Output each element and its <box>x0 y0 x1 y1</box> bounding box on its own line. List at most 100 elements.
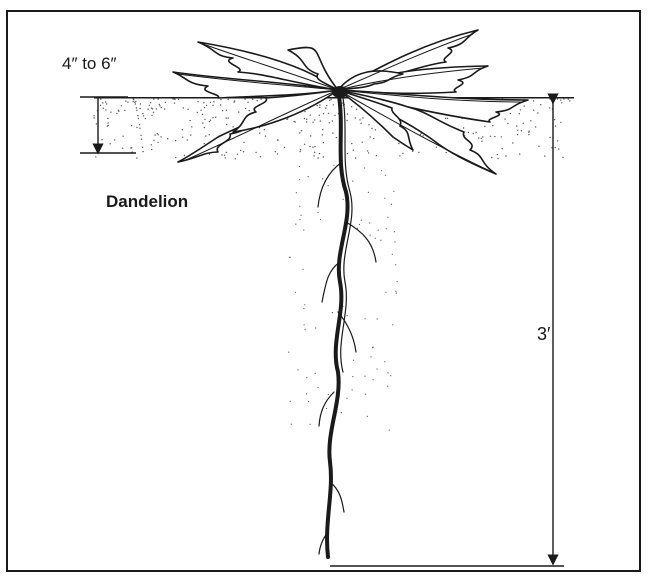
soil-dot <box>549 98 550 99</box>
root-depth-dimension <box>330 99 564 566</box>
soil-dot <box>315 373 316 374</box>
soil-dot <box>380 240 381 241</box>
soil-dot <box>540 104 541 105</box>
soil-dot <box>482 136 483 137</box>
soil-dot <box>385 175 386 176</box>
soil-dot <box>376 368 377 369</box>
soil-dot <box>187 109 188 110</box>
soil-dot <box>210 120 211 121</box>
soil-dot <box>212 117 213 118</box>
soil-dot <box>351 143 352 144</box>
soil-dot <box>371 128 372 129</box>
soil-dot <box>314 152 315 153</box>
soil-dot <box>183 107 184 108</box>
soil-dot <box>141 139 142 140</box>
soil-dot <box>418 152 419 153</box>
soil-dot <box>150 102 151 103</box>
soil-dot <box>412 151 413 152</box>
soil-dot <box>137 115 138 116</box>
soil-dot <box>133 99 134 100</box>
soil-dot <box>247 102 248 103</box>
soil-dot <box>240 150 241 151</box>
soil-dot <box>110 143 111 144</box>
soil-dot <box>369 222 370 223</box>
soil-dot <box>315 327 316 328</box>
soil-dot <box>322 134 323 135</box>
soil-dot <box>362 117 363 118</box>
soil-dot <box>235 158 236 159</box>
soil-dot <box>484 126 485 127</box>
soil-dot <box>233 101 234 102</box>
soil-dot <box>157 142 158 143</box>
soil-dot <box>299 166 300 167</box>
soil-dot <box>209 134 210 135</box>
soil-dot <box>423 135 424 136</box>
soil-dot <box>304 144 305 145</box>
soil-dot <box>478 137 479 138</box>
soil-dot <box>299 206 300 207</box>
soil-dot <box>136 127 137 128</box>
soil-dot <box>142 147 143 148</box>
soil-dot <box>398 143 399 144</box>
soil-dot <box>313 155 314 156</box>
soil-dot <box>323 156 324 157</box>
soil-dot <box>389 430 390 431</box>
soil-dot <box>105 101 106 102</box>
soil-dot <box>107 122 108 123</box>
soil-dot <box>491 157 492 158</box>
soil-dot <box>353 150 354 151</box>
soil-dot <box>319 104 320 105</box>
soil-dot <box>277 139 278 140</box>
soil-dot <box>303 229 304 230</box>
soil-dot <box>386 228 387 229</box>
soil-dot <box>161 107 162 108</box>
soil-dot <box>174 98 175 99</box>
soil-dot <box>226 110 227 111</box>
soil-dot <box>153 98 154 99</box>
soil-dot <box>560 122 561 123</box>
soil-dot <box>189 120 190 121</box>
soil-dot <box>317 387 318 388</box>
soil-dot <box>288 352 289 353</box>
soil-dot <box>301 130 302 131</box>
soil-dot <box>125 101 126 102</box>
soil-dot <box>360 123 361 124</box>
soil-dot <box>167 138 168 139</box>
soil-dot <box>308 176 309 177</box>
soil-dot <box>317 105 318 106</box>
soil-dot <box>293 121 294 122</box>
soil-dot <box>554 119 555 120</box>
soil-dot <box>107 118 108 119</box>
soil-dot <box>370 356 371 357</box>
soil-dot <box>399 155 400 156</box>
soil-dot <box>122 136 123 137</box>
soil-dot <box>334 115 335 116</box>
soil-dot <box>142 113 143 114</box>
soil-dot <box>204 127 205 128</box>
taproot <box>318 96 376 557</box>
soil-dot <box>314 146 315 147</box>
soil-dot <box>317 212 318 213</box>
soil-dot <box>516 125 517 126</box>
soil-dot <box>436 147 437 148</box>
soil-dot <box>187 139 188 140</box>
soil-dot <box>165 102 166 103</box>
soil-dot <box>296 192 297 193</box>
soil-dot <box>359 119 360 120</box>
soil-dot <box>243 142 244 143</box>
soil-dot <box>302 269 303 270</box>
soil-dot <box>299 132 300 133</box>
soil-dot <box>93 115 94 116</box>
soil-dot <box>93 117 94 118</box>
soil-dot <box>202 122 203 123</box>
soil-dot <box>517 130 518 131</box>
soil-dot <box>105 109 106 110</box>
soil-dot <box>210 102 211 103</box>
soil-dot <box>446 152 447 153</box>
soil-dot <box>347 315 348 316</box>
soil-dot <box>221 154 222 155</box>
soil-dot <box>249 110 250 111</box>
soil-dot <box>151 149 152 150</box>
soil-dot <box>341 412 342 413</box>
soil-dot <box>102 102 103 103</box>
